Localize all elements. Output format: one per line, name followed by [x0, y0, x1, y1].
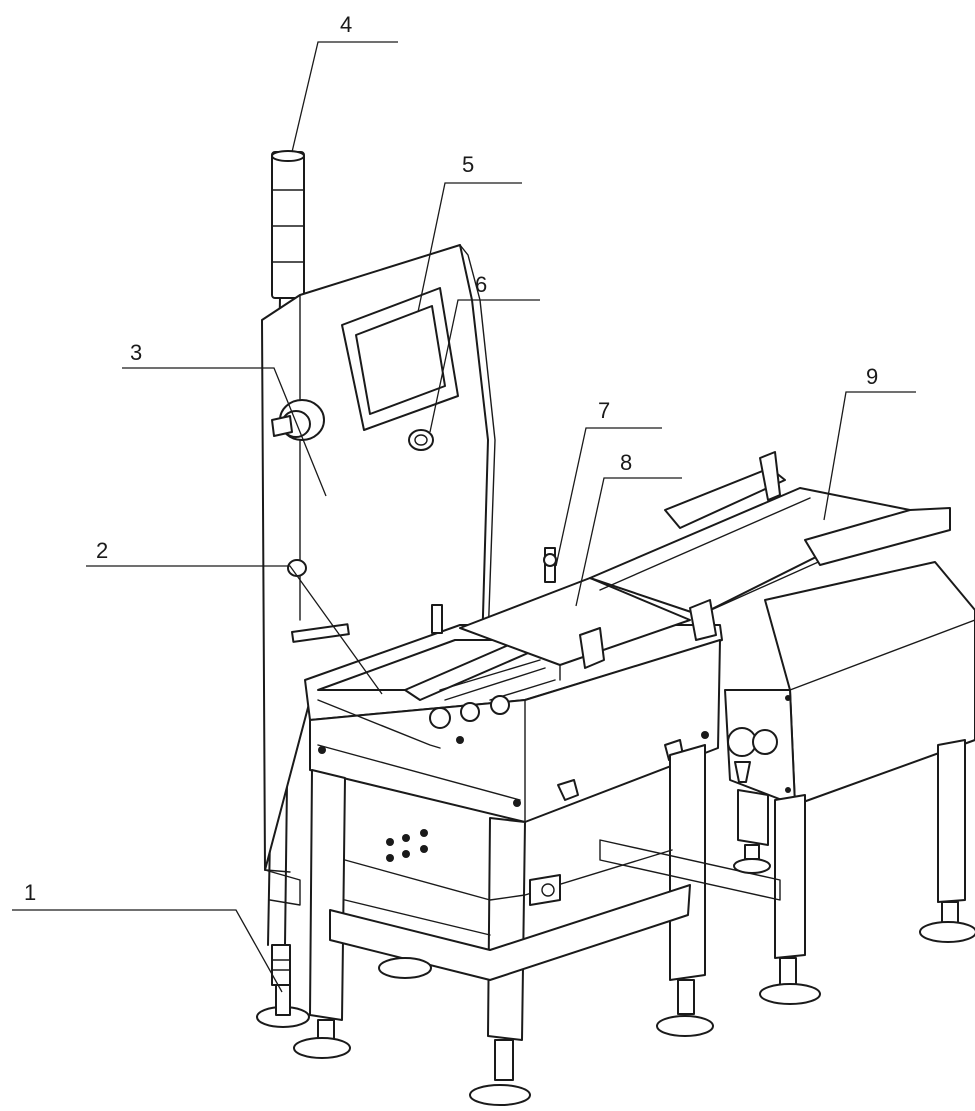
callout-6: 6: [429, 272, 540, 433]
callout-7: 7: [555, 398, 662, 567]
support-legs: [309, 739, 966, 1041]
callout-label: 3: [130, 340, 142, 365]
callout-label: 4: [340, 12, 352, 37]
callout-label: 1: [24, 880, 36, 905]
callout-5: 5: [417, 152, 522, 313]
emergency-stop-button: [408, 429, 434, 451]
callout-label: 2: [96, 538, 108, 563]
callout-label: 9: [866, 364, 878, 389]
callout-label: 5: [462, 152, 474, 177]
rotary-switch: [271, 399, 325, 441]
outfeed-conveyor: [589, 451, 951, 641]
callout-1: 1: [12, 880, 283, 993]
callout-2: 2: [86, 538, 383, 695]
weighing-conveyor: [459, 547, 691, 681]
main-frame: [304, 624, 723, 823]
callout-label: 7: [598, 398, 610, 423]
callout-4: 4: [291, 12, 398, 153]
callout-8: 8: [575, 450, 682, 607]
callout-3: 3: [122, 340, 327, 497]
callout-label: 6: [475, 272, 487, 297]
callout-label: 8: [620, 450, 632, 475]
reject-unit: [724, 561, 975, 806]
infeed-conveyor: [290, 604, 556, 749]
touch-screen: [341, 287, 459, 431]
callout-9: 9: [823, 364, 916, 521]
signal-light-tower: [271, 150, 305, 299]
adjustable-feet: [256, 844, 975, 1106]
